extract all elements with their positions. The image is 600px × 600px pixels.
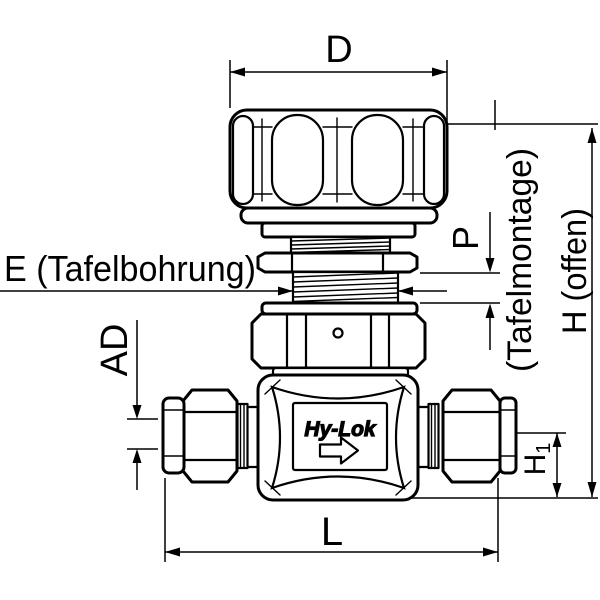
handle-knurl-lines-v [261, 117, 414, 203]
right-tube-end-lines [499, 409, 517, 457]
dim-P-arrow-bottom [485, 303, 495, 318]
dim-L-lines [164, 478, 499, 562]
dim-H: H (offen) [410, 123, 598, 499]
right-fitting-nut [441, 388, 502, 484]
dim-E: E (Tafelbohrung) [0, 248, 447, 296]
dim-label-tafelmontage: (Tafelmontage) [501, 148, 539, 372]
dim-H1-arrow-top [552, 433, 562, 447]
bonnet-nut [250, 301, 427, 379]
dim-L-arrow-left [165, 547, 180, 557]
flow-arrow-icon [318, 436, 360, 465]
dim-H-arrow-top [587, 128, 597, 143]
right-tube-end [498, 396, 518, 475]
valve-handle [228, 108, 449, 210]
right-ferrule-lines [430, 404, 436, 468]
left-ferrule-lines [239, 404, 245, 468]
dim-E-arrow-right [398, 286, 413, 296]
left-tube-end-lines [163, 409, 184, 457]
body-corner-facets [264, 379, 412, 496]
valve-body: Hy-Lok [256, 373, 420, 502]
dim-AD-arrow-top [132, 405, 142, 419]
panel-nut-facets [290, 252, 385, 273]
dim-AD-lines [127, 320, 158, 490]
bonnet-hex-outline [250, 312, 427, 370]
right-fitting-nut-facets [442, 410, 501, 462]
panel-nut [256, 251, 419, 274]
handle-lobe-right [422, 114, 446, 206]
dim-label-e: E (Tafelbohrung) [4, 248, 256, 289]
dim-H1-arrow-bottom [552, 483, 562, 497]
handle-flange [239, 206, 439, 225]
panel-nut-outline [256, 251, 419, 274]
dim-D: D [229, 29, 448, 122]
dim-D-arrow-right [432, 67, 447, 77]
dim-label-d: D [325, 29, 352, 71]
dim-label-ad: AD [94, 324, 136, 377]
stem-threads-upper-hatch [290, 237, 391, 254]
panel-threads-hatch [292, 272, 399, 303]
dim-E-arrow-left [278, 286, 293, 296]
dim-H-lines [410, 123, 598, 499]
bonnet-top-step [260, 301, 419, 316]
dim-AD: AD [94, 320, 158, 490]
right-port-boss [416, 405, 431, 469]
body-label-panel [291, 401, 389, 472]
dim-P-lines [420, 100, 500, 350]
bonnet-facets [285, 313, 391, 369]
dim-L-arrow-right [483, 547, 498, 557]
dim-label-h1-main: H [519, 454, 552, 476]
left-tube-fitting [161, 388, 262, 484]
weep-hole [332, 327, 344, 339]
handle-step [260, 221, 417, 239]
dim-L: L [164, 478, 499, 562]
stem-threads-upper [289, 235, 392, 255]
dim-D-lines [229, 60, 448, 122]
left-fitting-nut [181, 388, 239, 484]
dim-H1: H1 [516, 432, 566, 497]
dim-P-arrow-top [485, 258, 495, 273]
left-fitting-nut-facets [182, 410, 238, 462]
dim-P: P [420, 100, 500, 350]
handle-lobe-1 [270, 113, 325, 207]
handle-lobe-2 [350, 113, 405, 207]
left-tube-end [161, 396, 186, 475]
right-ferrule-rings [427, 402, 440, 470]
dim-AD-arrow-bottom [132, 449, 142, 463]
dim-H-arrow-bottom [587, 482, 597, 497]
handle-lobe-left [231, 114, 255, 206]
panel-threads [291, 270, 400, 305]
dim-label-h-offen: H (offen) [556, 208, 594, 334]
left-ferrule-rings [236, 402, 249, 470]
dim-D-arrow-left [230, 67, 245, 77]
dim-label-p: P [445, 226, 486, 250]
dim-label-h1-sub: 1 [533, 443, 555, 454]
dim-label-l: L [321, 510, 343, 554]
right-tube-fitting [416, 388, 518, 484]
dim-label-h1: H1 [519, 443, 555, 476]
